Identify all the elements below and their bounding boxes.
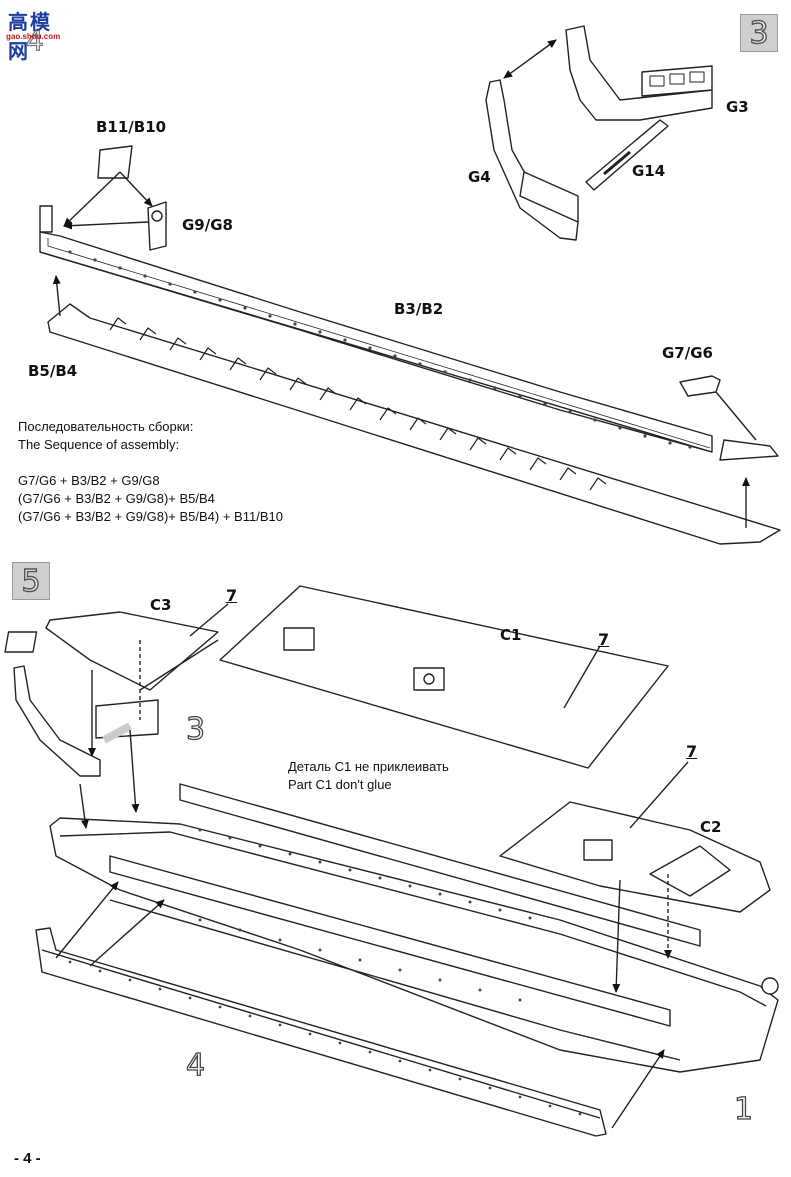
note-en: Part C1 don't glue (288, 777, 392, 792)
part-label-b3-b2: B3/B2 (394, 300, 444, 318)
part-label-g4: G4 (468, 168, 491, 186)
logo-text: 高模网 (8, 12, 52, 63)
paint-ref-c2: 7 (686, 742, 698, 761)
subassembly-ref-4: 4 (185, 1047, 206, 1083)
sequence-line-2: (G7/G6 + B3/B2 + G9/G8)+ B5/B4 (18, 491, 215, 506)
note-ru: Деталь С1 не приклеивать (288, 759, 449, 774)
subassembly-ref-3: 3 (185, 711, 206, 747)
part-label-g9-g8: G9/G8 (182, 216, 233, 234)
page-number: - 4 - (14, 1150, 41, 1167)
paint-ref-c1: 7 (598, 630, 610, 649)
part-label-c1: C1 (500, 626, 522, 644)
logo-url: gao.shou.com (6, 32, 61, 41)
part-label-g7-g6: G7/G6 (662, 344, 713, 362)
sequence-line-3: (G7/G6 + B3/B2 + G9/G8)+ B5/B4) + B11/B1… (18, 509, 283, 524)
step-3-badge: 3 (740, 14, 778, 52)
step-5-badge: 5 (12, 562, 50, 600)
step-4-ghost-number: 4 (25, 23, 44, 57)
paint-ref-c3: 7 (226, 586, 238, 605)
sequence-title-en: The Sequence of assembly: (18, 437, 180, 452)
part-label-g3: G3 (726, 98, 749, 116)
part-label-g14: G14 (632, 162, 666, 180)
part-label-c2: C2 (700, 818, 722, 836)
sequence-line-1: G7/G6 + B3/B2 + G9/G8 (18, 473, 160, 488)
sequence-title-ru: Последовательность сборки: (18, 419, 194, 434)
site-logo: 4 高模网 gao.shou.com (6, 6, 64, 63)
part-label-b11-b10: B11/B10 (96, 118, 167, 136)
part-label-b5-b4: B5/B4 (28, 362, 78, 380)
subassembly-ref-1: 1 (733, 1091, 754, 1127)
part-label-c3: C3 (150, 596, 172, 614)
